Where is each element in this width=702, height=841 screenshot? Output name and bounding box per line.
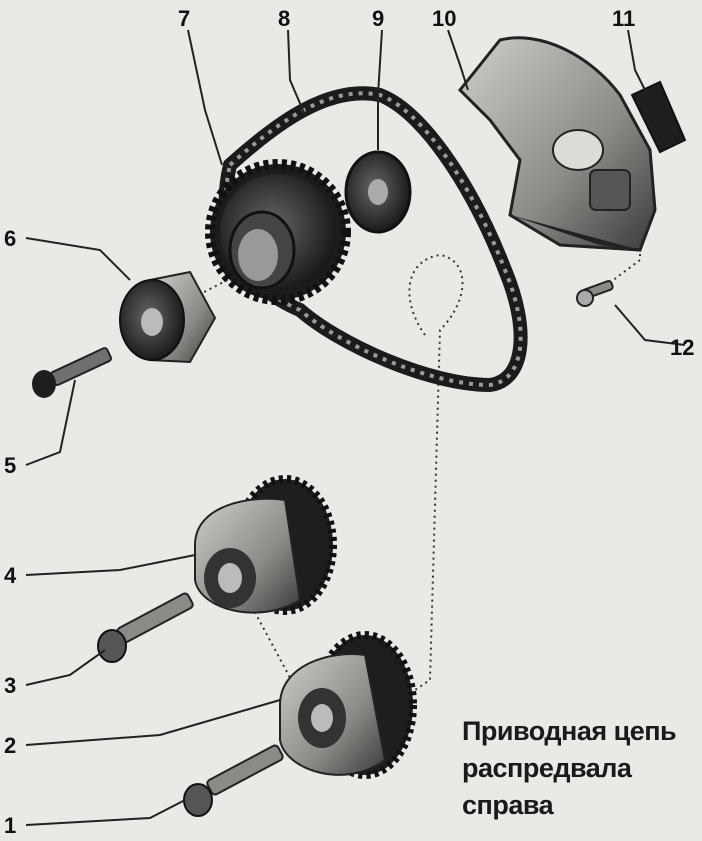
- callout-1: 1: [4, 813, 16, 838]
- callout-3: 3: [4, 673, 16, 698]
- camshaft-adjuster-upper: [194, 475, 337, 615]
- caption-line-1: Приводная цепь: [462, 716, 677, 746]
- callout-9: 9: [372, 6, 384, 31]
- camshaft-sensor: [630, 80, 687, 154]
- small-sprocket: [344, 150, 412, 234]
- small-bolt: [576, 280, 614, 307]
- camshaft-adjuster-lower: [279, 631, 417, 779]
- figure-caption: Приводная цепь распредвала справа: [462, 713, 698, 824]
- callout-11: 11: [612, 6, 635, 31]
- callout-6: 6: [4, 226, 16, 251]
- chain-guide-pulley: [119, 270, 217, 364]
- chain-tensioner-housing: [457, 36, 657, 252]
- chain-sprocket: [205, 159, 351, 305]
- assembly-guide-lines: [149, 194, 641, 716]
- adjuster-bolt-lower: [183, 744, 284, 817]
- caption-line-2: распредвала: [462, 753, 632, 783]
- callout-10: 10: [432, 6, 456, 31]
- callout-7: 7: [178, 6, 190, 31]
- guide-bolt: [32, 347, 112, 398]
- leader-lines: [25, 29, 686, 826]
- callout-12: 12: [670, 335, 694, 360]
- adjuster-bolt-upper: [97, 592, 194, 663]
- callout-4: 4: [4, 563, 17, 588]
- callout-numbers: 1 2 3 4 5 6 7 8 9 10 11 12: [4, 6, 694, 838]
- callout-2: 2: [4, 733, 16, 758]
- callout-8: 8: [278, 6, 290, 31]
- caption-line-3: справа: [462, 790, 554, 820]
- callout-5: 5: [4, 453, 16, 478]
